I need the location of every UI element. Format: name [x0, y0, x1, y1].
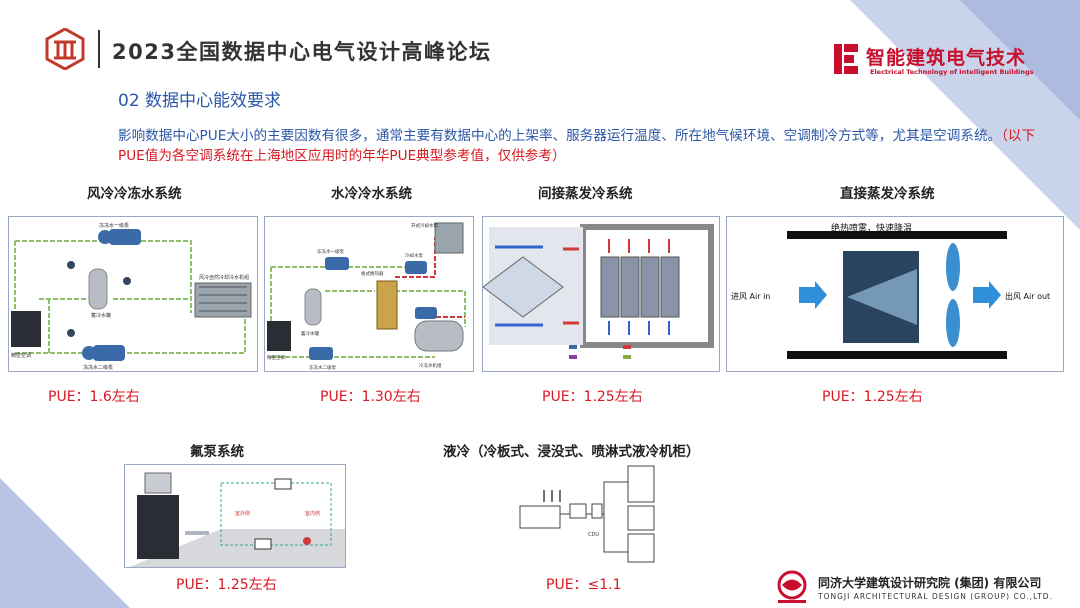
corner-decoration-bottom: [0, 478, 130, 608]
diagram-direct-evaporative: 绝热喷雾，快速降温 进风 Air in 出风 Air out: [726, 216, 1064, 372]
system-title-direct-evaporative: 直接蒸发冷系统: [840, 186, 935, 202]
corner-decoration-dark: [960, 0, 1080, 120]
brand-name-cn: 智能建筑电气技术: [866, 47, 1027, 69]
label-tank-wc: 蓄冷水罐: [301, 330, 319, 337]
label-hx: 板式换热器: [361, 270, 384, 277]
footer-org-cn: 同济大学建筑设计研究院 (集团) 有限公司: [818, 576, 1042, 590]
diagram-air-cooled-chilled-water: 冻冻水一级泵 蓄冷水罐 风冷自然冷却冷水机组 精密空调 冻冻水二级泵: [8, 216, 258, 372]
diagram-water-cooled: 开式冷却水塔 冻冻水一级泵 板式换热器 冷却水泵 蓄冷水罐 精密空调 冻冻水二级…: [264, 216, 474, 372]
label-spray: 绝热喷雾，快速降温: [831, 222, 912, 234]
pue-water-cooled: PUE：1.30左右: [320, 389, 421, 405]
forum-logo-icon: [45, 28, 85, 70]
brand-logo: 智能建筑电气技术 Electrical Technology of Intell…: [834, 44, 1044, 78]
label-outdoor: 室外侧: [235, 510, 250, 517]
label-chiller-wc: 冷冻水机组: [419, 362, 442, 369]
tongji-logo-icon: [777, 570, 807, 603]
label-cdu: CDU: [588, 532, 599, 538]
system-title-indirect-evaporative: 间接蒸发冷系统: [538, 186, 633, 202]
diagram-fluorine-pump: 室外侧 室内侧: [124, 464, 346, 568]
label-tower: 开式冷却水塔: [411, 222, 438, 229]
intro-note: （以下PUE值为各空调系统在上海地区应用时的年华PUE典型参考值，仅供参考）: [118, 128, 1036, 164]
system-title-air-cooled-chilled-water: 风冷冷冻水系统: [87, 186, 182, 202]
pue-indirect-evaporative: PUE：1.25左右: [542, 389, 643, 405]
label-air-out: 出风 Air out: [1005, 291, 1050, 301]
title-divider: [98, 30, 100, 68]
intro-text: 影响数据中心PUE大小的主要因数有很多，通常主要有数据中心的上架率、服务器运行温…: [118, 128, 1002, 144]
label-coolpump: 冷却水泵: [405, 252, 423, 259]
system-title-fluorine-pump: 氟泵系统: [190, 444, 244, 460]
label-room-wc: 精密空调: [267, 354, 285, 361]
pue-fluorine-pump: PUE：1.25左右: [176, 577, 277, 593]
label-pump-2-wc: 冻冻水二级泵: [309, 364, 336, 371]
label-pump-1: 冻冻水一级泵: [99, 222, 129, 229]
pue-air-cooled-chilled-water: PUE：1.6左右: [48, 389, 140, 405]
intro-paragraph: 影响数据中心PUE大小的主要因数有很多，通常主要有数据中心的上架率、服务器运行温…: [118, 126, 1048, 166]
diagram-liquid-cooling: CDU: [508, 462, 660, 566]
label-pump-1-wc: 冻冻水一级泵: [317, 248, 344, 255]
label-tank: 蓄冷水罐: [91, 312, 111, 319]
system-title-liquid-cooling: 液冷（冷板式、浸没式、喷淋式液冷机柜）: [443, 444, 700, 460]
label-air-in: 进风 Air in: [731, 292, 770, 301]
label-room: 精密空调: [11, 352, 31, 359]
forum-title: 2023全国数据中心电气设计高峰论坛: [112, 40, 492, 64]
footer-org-en: TONGJI ARCHITECTURAL DESIGN (GROUP) CO.,…: [818, 592, 1053, 601]
section-title: 02 数据中心能效要求: [118, 91, 282, 111]
brand-name-en: Electrical Technology of Intelligent Bui…: [870, 68, 1034, 76]
pue-direct-evaporative: PUE：1.25左右: [822, 389, 923, 405]
brand-mark-icon: [834, 44, 858, 74]
label-chiller: 风冷自然冷却冷水机组: [199, 274, 249, 281]
pue-liquid-cooling: PUE：≤1.1: [546, 577, 622, 593]
label-pump-2: 冻冻水二级泵: [83, 364, 113, 371]
label-indoor: 室内侧: [305, 510, 320, 517]
diagram-indirect-evaporative: [482, 216, 720, 372]
system-title-water-cooled: 水冷冷水系统: [331, 186, 412, 202]
